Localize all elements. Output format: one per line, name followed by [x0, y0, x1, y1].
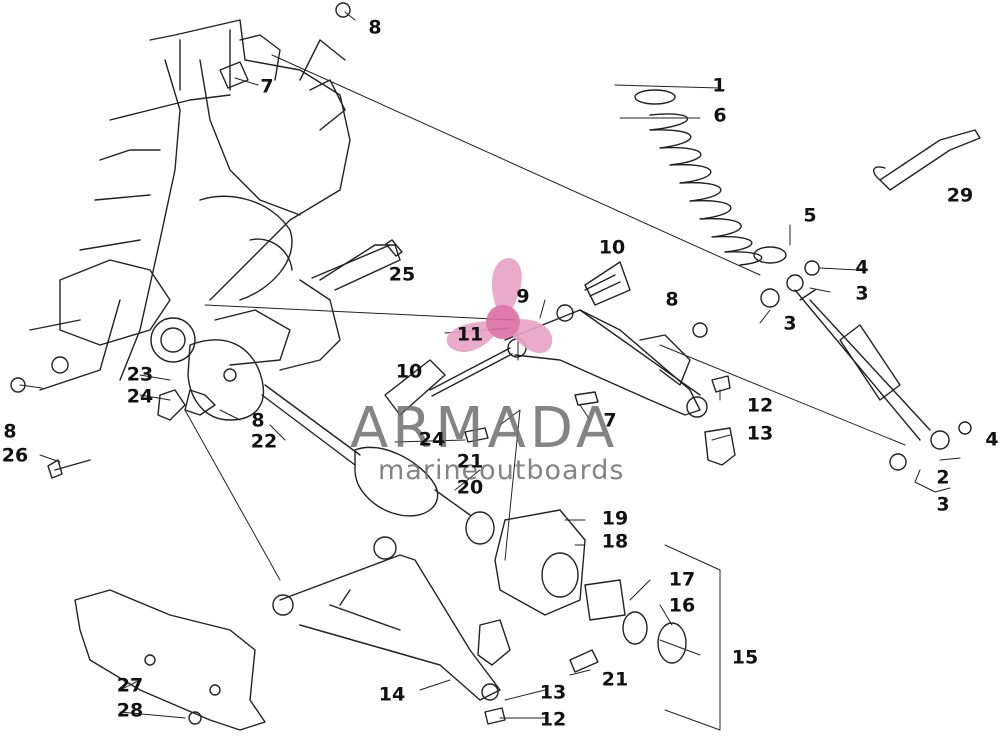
coil-spring — [634, 89, 787, 266]
callout-label: 3 — [783, 312, 797, 335]
callout-label: 25 — [388, 263, 416, 286]
bolts — [10, 2, 621, 479]
callout-label: 12 — [746, 394, 774, 417]
callout-label: 23 — [126, 363, 154, 386]
callout-label: 9 — [516, 285, 530, 308]
callout-label: 24 — [418, 428, 446, 451]
callout-label: 13 — [539, 681, 567, 704]
watermark-logo-icon — [446, 258, 553, 354]
callout-label: 10 — [395, 360, 423, 383]
callout-label: 28 — [116, 699, 144, 722]
callout-label: 21 — [456, 450, 484, 473]
ball-joints — [464, 375, 736, 725]
callout-label: 27 — [116, 674, 144, 697]
callout-label: 10 — [598, 236, 626, 259]
callout-label: 1 — [712, 74, 726, 97]
frame-assembly — [29, 19, 351, 421]
callout-label: 21 — [601, 668, 629, 691]
lower-a-arm — [272, 536, 501, 701]
callout-label: 19 — [601, 507, 629, 530]
callout-label: 6 — [713, 104, 727, 127]
callout-label: 3 — [855, 282, 869, 305]
callout-label: 8 — [3, 420, 17, 443]
watermark-tagline: marineoutboards — [378, 455, 625, 486]
callout-label: 3 — [936, 493, 950, 516]
callout-label: 26 — [1, 444, 29, 467]
callout-label: 4 — [985, 428, 999, 451]
shock-absorber — [760, 260, 972, 471]
knuckle-hub — [494, 509, 687, 664]
callout-label: 24 — [126, 385, 154, 408]
callout-label: 14 — [378, 683, 406, 706]
callout-label: 5 — [803, 204, 817, 227]
callout-label: 4 — [855, 256, 869, 279]
callout-label: 7 — [260, 75, 274, 98]
spanner-wrench — [873, 129, 981, 191]
callout-label: 20 — [456, 476, 484, 499]
callout-label: 2 — [936, 466, 950, 489]
callout-label: 22 — [250, 430, 278, 453]
callout-label: 18 — [601, 530, 629, 553]
callout-label: 8 — [665, 288, 679, 311]
watermark-brand: ARMADA — [350, 396, 619, 461]
callout-label: 11 — [456, 323, 484, 346]
callout-label: 17 — [668, 568, 696, 591]
skid-plate — [74, 589, 266, 731]
callout-label: 15 — [731, 646, 759, 669]
callout-label: 13 — [746, 422, 774, 445]
callout-label: 12 — [539, 708, 567, 731]
callout-label: 8 — [368, 16, 382, 39]
callout-label: 16 — [668, 594, 696, 617]
callout-label: 29 — [946, 184, 974, 207]
leader-lines — [19, 11, 961, 731]
cv-axle — [187, 339, 495, 545]
callout-label: 8 — [251, 409, 265, 432]
callout-label: 7 — [603, 409, 617, 432]
